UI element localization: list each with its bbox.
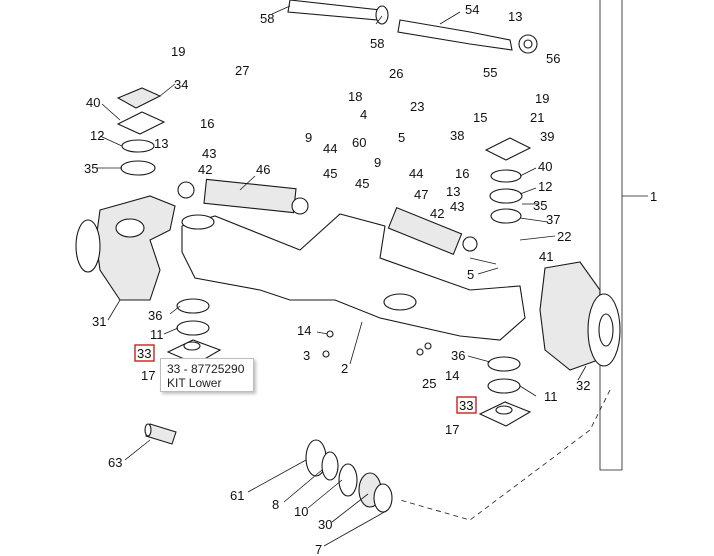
callout-35-right[interactable]: 35 — [533, 198, 547, 213]
callout-12-right[interactable]: 12 — [538, 179, 552, 194]
callout-56[interactable]: 56 — [546, 51, 560, 66]
callout-15[interactable]: 15 — [473, 110, 487, 125]
callout-labels: 58 54 13 56 58 19 34 27 26 18 23 55 19 1… — [84, 2, 657, 556]
callout-10[interactable]: 10 — [294, 504, 308, 519]
callout-2[interactable]: 2 — [341, 361, 348, 376]
callout-43-right[interactable]: 43 — [450, 199, 464, 214]
dashed-guide — [399, 389, 611, 521]
seal-rings — [305, 439, 393, 513]
callout-3[interactable]: 3 — [303, 348, 310, 363]
callout-26[interactable]: 26 — [389, 66, 403, 81]
callout-16-right[interactable]: 16 — [455, 166, 469, 181]
callout-18[interactable]: 18 — [348, 89, 362, 104]
callout-41[interactable]: 41 — [539, 249, 553, 264]
kingpin-cap-right — [484, 137, 532, 224]
kingpin-cap-left — [116, 87, 166, 176]
callout-40-right[interactable]: 40 — [538, 159, 552, 174]
bolt-3 — [322, 350, 330, 358]
callout-9-right[interactable]: 9 — [374, 155, 381, 170]
callout-19-right[interactable]: 19 — [535, 91, 549, 106]
pin-63 — [144, 423, 177, 445]
callout-36-right[interactable]: 36 — [451, 348, 465, 363]
callout-45-left[interactable]: 45 — [323, 166, 337, 181]
callout-54[interactable]: 54 — [465, 2, 479, 17]
callout-35-left[interactable]: 35 — [84, 161, 98, 176]
callout-34[interactable]: 34 — [174, 77, 188, 92]
lower-stack-right — [478, 356, 532, 427]
callout-13-right[interactable]: 13 — [446, 184, 460, 199]
callout-40-left[interactable]: 40 — [86, 95, 100, 110]
callout-4[interactable]: 4 — [360, 107, 367, 122]
callout-32[interactable]: 32 — [576, 378, 590, 393]
callout-46[interactable]: 46 — [256, 162, 270, 177]
knuckle-left — [75, 195, 176, 301]
callout-13-top[interactable]: 13 — [508, 9, 522, 24]
tooltip-part-number: 33 - 87725290 — [167, 362, 245, 376]
callout-13-left[interactable]: 13 — [154, 136, 168, 151]
callout-44-left[interactable]: 44 — [323, 141, 337, 156]
steering-cylinder-right — [387, 206, 478, 256]
callout-12-left[interactable]: 12 — [90, 128, 104, 143]
callout-33-right[interactable]: 33 — [459, 398, 473, 413]
washer-14-left — [326, 330, 334, 338]
callout-14-left[interactable]: 14 — [297, 323, 311, 338]
callout-22[interactable]: 22 — [557, 229, 571, 244]
callout-47[interactable]: 47 — [414, 187, 428, 202]
callout-23[interactable]: 23 — [410, 99, 424, 114]
callout-16-left[interactable]: 16 — [200, 116, 214, 131]
callout-61[interactable]: 61 — [230, 488, 244, 503]
tooltip-part-name: KIT Lower — [167, 376, 222, 390]
callout-5-top[interactable]: 5 — [398, 130, 405, 145]
assembly-bracket — [599, 0, 648, 471]
callout-37[interactable]: 37 — [546, 212, 560, 227]
callout-55[interactable]: 55 — [483, 65, 497, 80]
part-tooltip: 33 - 87725290 KIT Lower — [160, 358, 254, 392]
callout-36-left[interactable]: 36 — [148, 308, 162, 323]
callout-60[interactable]: 60 — [352, 135, 366, 150]
washer-14-right — [424, 342, 432, 350]
callout-25[interactable]: 25 — [422, 376, 436, 391]
lower-stack-left — [166, 298, 222, 365]
callout-8[interactable]: 8 — [272, 497, 279, 512]
axle-housing — [181, 213, 526, 341]
callout-9-left[interactable]: 9 — [305, 130, 312, 145]
callout-39[interactable]: 39 — [540, 129, 554, 144]
callout-33-left[interactable]: 33 — [137, 346, 151, 361]
steering-rod — [287, 0, 538, 54]
callout-43-left[interactable]: 43 — [202, 146, 216, 161]
callout-11-right[interactable]: 11 — [544, 389, 558, 404]
knuckle-right — [539, 261, 621, 371]
callout-58[interactable]: 58 — [370, 36, 384, 51]
callout-44-right[interactable]: 44 — [409, 166, 423, 181]
callout-45-right[interactable]: 45 — [355, 176, 369, 191]
callout-38[interactable]: 38 — [450, 128, 464, 143]
highlight-33-right — [456, 396, 477, 414]
callout-42-left[interactable]: 42 — [198, 162, 212, 177]
callout-21[interactable]: 21 — [530, 110, 544, 125]
callout-1[interactable]: 1 — [650, 189, 657, 204]
callout-27[interactable]: 27 — [235, 63, 249, 78]
callout-14-right[interactable]: 14 — [445, 368, 459, 383]
highlight-33-left — [134, 344, 155, 362]
callout-58-top[interactable]: 58 — [260, 11, 274, 26]
callout-63[interactable]: 63 — [108, 455, 122, 470]
callout-42-right[interactable]: 42 — [430, 206, 444, 221]
callout-17-left[interactable]: 17 — [141, 368, 155, 383]
leader-lines — [96, 5, 587, 547]
callout-17-right[interactable]: 17 — [445, 422, 459, 437]
callout-7[interactable]: 7 — [315, 542, 322, 556]
callout-19-left[interactable]: 19 — [171, 44, 185, 59]
callout-30[interactable]: 30 — [318, 517, 332, 532]
bolt-25 — [416, 348, 424, 356]
callout-31[interactable]: 31 — [92, 314, 106, 329]
callout-11-left[interactable]: 11 — [150, 327, 164, 342]
callout-5-right[interactable]: 5 — [467, 267, 474, 282]
steering-cylinder-left — [177, 178, 309, 215]
